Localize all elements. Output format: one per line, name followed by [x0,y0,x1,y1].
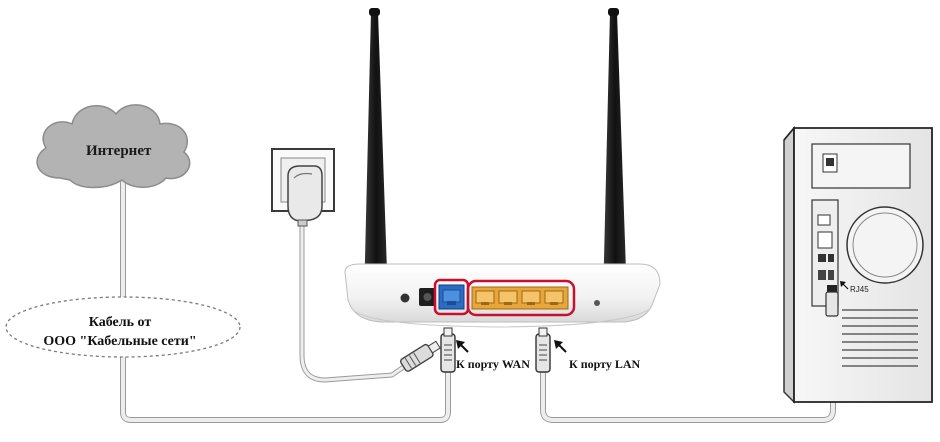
cloud-label: Интернет [86,143,152,159]
lan-plug-icon [535,327,551,373]
wan-port-label: К порту WAN [456,357,530,371]
lan-arrow-icon [554,340,567,353]
lan-highlight-ring [466,279,576,317]
pc-tower-icon [783,125,933,404]
cable-provider-label-line2: ООО "Кабельные сети" [43,334,197,349]
power-plug-icon [399,340,441,372]
wan-plug-icon [440,327,456,373]
wps-button-icon [594,300,600,306]
left-antenna [364,12,388,300]
router [344,263,661,328]
cable-provider-label-line1: Кабель от [88,315,152,330]
right-antenna [603,12,627,300]
rj45-label: RJ45 [850,285,869,294]
reset-button-icon [400,293,410,303]
cable-provider-ellipse [5,296,241,358]
wan-arrow-icon [456,340,469,353]
rj45-port-icon [827,285,837,295]
cables [120,177,836,423]
router-antennas [364,8,627,300]
internet-cloud-icon [36,104,191,189]
power-adapter-icon [287,165,323,227]
lan-ports-icon [471,286,569,310]
lan-port-label: К порту LAN [569,357,641,371]
